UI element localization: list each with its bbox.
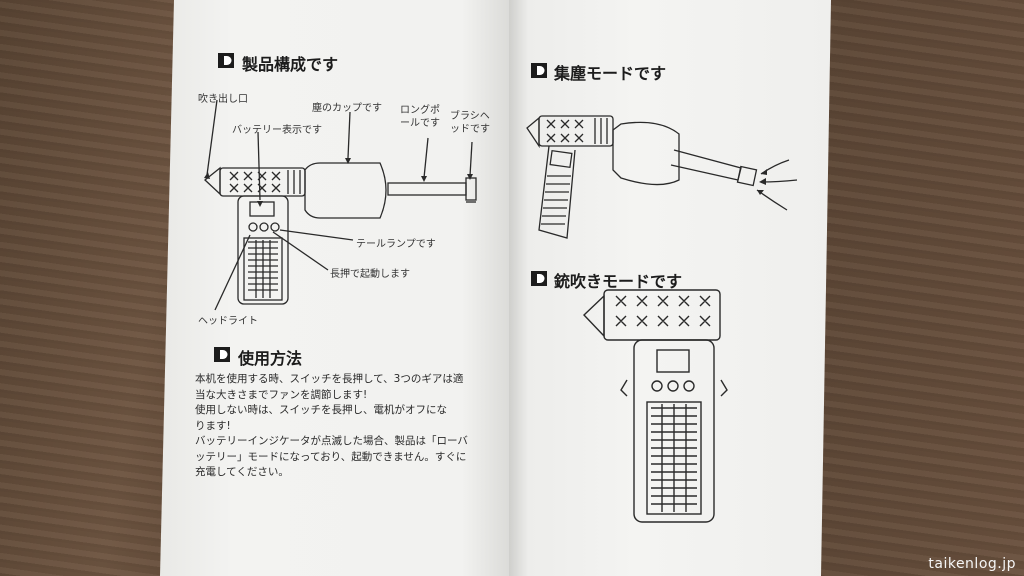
label-dust-cup: 塵のカップです [312, 103, 382, 114]
section-title-dust-mode: 集塵モードです [554, 64, 667, 83]
blower-mode-illustration [583, 289, 728, 523]
section-marker-icon [531, 271, 547, 286]
usage-line: 当な大きさまでファンを調節します! [195, 388, 368, 401]
section-marker-icon [531, 63, 547, 78]
usage-line: ります! [195, 419, 231, 432]
section-marker-icon [214, 347, 230, 362]
label-battery-display: バッテリー表示です [232, 125, 322, 136]
section-marker-icon [218, 53, 234, 68]
usage-line: バッテリーインジケータが点滅した場合、製品は「ローバ [195, 435, 468, 447]
product-components-illustration [204, 99, 477, 311]
usage-line: 本机を使用する時、スイッチを長押して、3つのギアは適 [195, 373, 464, 385]
label-long-press: 長押で起動します [330, 269, 410, 280]
manual-left-page: 製品構成です 吹き出し口 バッテリー表示です 塵のカップです ロングポールです … [160, 0, 515, 576]
label-tail-lamp: テールランプです [356, 239, 436, 250]
dust-collection-illustration [526, 115, 798, 239]
watermark: taikenlog.jp [928, 556, 1016, 572]
section-title-components: 製品構成です [242, 55, 339, 74]
label-long-pole: ロングポールです [400, 105, 440, 129]
label-headlight: ヘッドライト [198, 316, 258, 327]
section-title-blow-mode: 銃吹きモードです [554, 272, 683, 291]
manual-right-page: 集塵モードです 銃吹きモードです [509, 0, 831, 576]
section-title-usage: 使用方法 [238, 349, 303, 368]
usage-instructions: 本机を使用する時、スイッチを長押して、3つのギアは適 当な大きさまでファンを調節… [195, 372, 495, 481]
usage-line: 充電してください。 [195, 466, 289, 478]
usage-line: 使用しない時は、スイッチを長押し、電机がオフにな [195, 404, 447, 416]
label-brush-head: ブラシヘッドです [450, 111, 490, 135]
label-air-outlet: 吹き出し口 [198, 94, 248, 105]
usage-line: ッテリー」モードになっており、起動できません。すぐに [195, 450, 467, 463]
